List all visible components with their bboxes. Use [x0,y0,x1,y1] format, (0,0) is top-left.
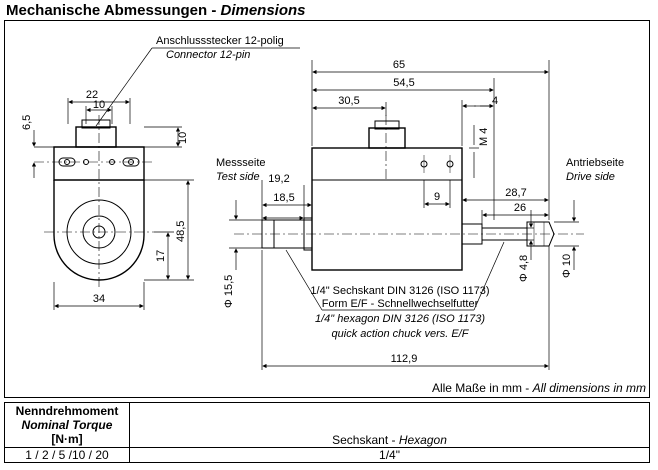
hex-note-4: quick action chuck vers. E/F [332,328,470,340]
dimension-drawing: Anschlussstecker 12-polig Connector 12-p… [21,35,624,370]
hex-note-2: Form E/F - Schnellwechselfutter [322,298,479,310]
dim-48-5: 48,5 [175,221,187,242]
cell-torque: 1 / 2 / 5 /10 / 20 [4,447,130,463]
dim-30-5: 30,5 [338,95,359,107]
drawing-frame [4,20,650,398]
dim-17: 17 [155,250,167,262]
dim-d4-8: Φ 4,8 [518,255,530,282]
dim-65: 65 [393,59,405,71]
dim-9: 9 [434,191,440,203]
connector-label-de: Anschlussstecker 12-polig [156,35,284,47]
dim-34: 34 [93,293,105,305]
table-row: 1 / 2 / 5 /10 / 20 1/4" [4,447,650,463]
dim-54-5: 54,5 [393,77,414,89]
dim-28-7: 28,7 [505,187,526,199]
connector-label-en: Connector 12-pin [166,49,250,61]
hex-note-3: 1/4" hexagon DIN 3126 (ISO 1173) [315,313,485,325]
dim-26: 26 [514,202,526,214]
dim-18-5: 18,5 [273,192,294,204]
drive-side-label-en: Drive side [566,171,615,183]
dim-22: 22 [86,89,98,101]
dim-112-9: 112,9 [391,353,418,365]
dim-d10: Φ 10 [561,254,573,278]
cell-hexagon: 1/4" [129,447,650,463]
spec-table: Nenndrehmoment Nominal Torque [N·m] Sech… [4,402,650,463]
test-side-label-de: Messseite [216,157,266,169]
page-title: Mechanische Abmessungen - Dimensions [6,2,306,19]
dim-10-top: 10 [93,99,105,111]
dim-4: 4 [492,95,498,107]
header-torque: Nenndrehmoment Nominal Torque [N·m] [4,402,130,448]
dim-6-5: 6,5 [21,115,33,130]
test-side-label-en: Test side [216,171,260,183]
dim-d15-5: Φ 15,5 [223,275,235,308]
units-note: Alle Maße in mm - All dimensions in mm [431,381,646,395]
drive-side-label-de: Antriebseite [566,157,624,169]
dim-19-2: 19,2 [268,173,289,185]
table-header-row: Nenndrehmoment Nominal Torque [N·m] Sech… [4,402,650,448]
header-hexagon: Sechskant - Hexagon [129,402,650,448]
dim-10-side: 10 [177,132,189,144]
hex-note-1: 1/4" Sechskant DIN 3126 (ISO 1173) [310,285,489,297]
dim-m4: M 4 [478,128,490,146]
